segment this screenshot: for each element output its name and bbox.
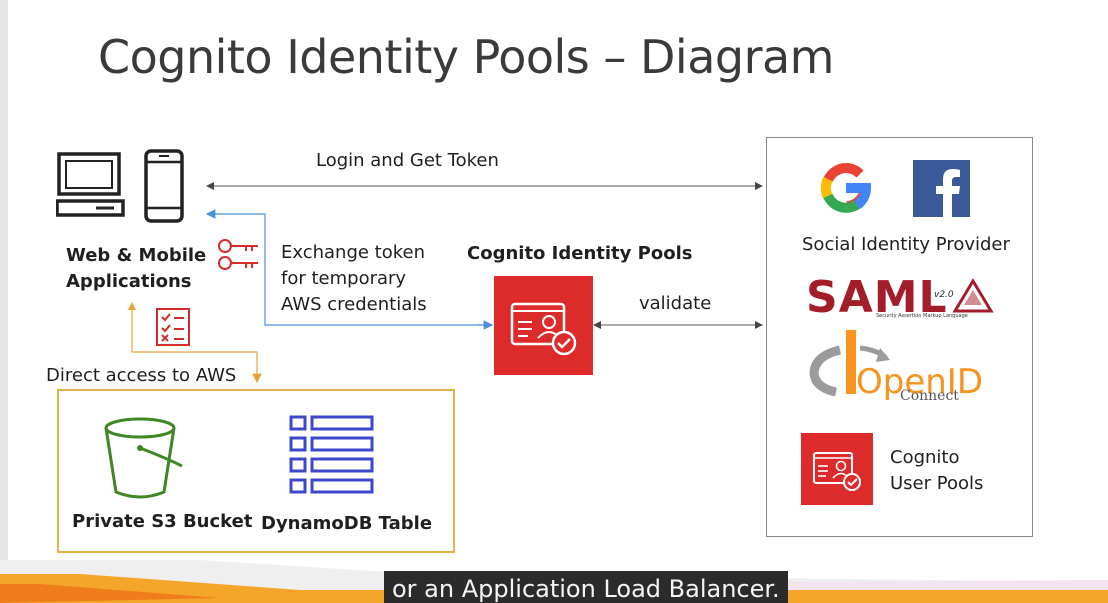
s3-bucket-icon [104, 417, 183, 499]
direct-access-label: Direct access to AWS [46, 365, 237, 386]
identity-providers-box [766, 137, 1033, 537]
openid-connect-text: Connect [900, 388, 959, 404]
s3-bucket-label: Private S3 Bucket [72, 511, 253, 532]
saml-triangle-icon [952, 278, 994, 313]
mobile-phone-icon [144, 149, 184, 223]
login-get-token-label: Login and Get Token [316, 150, 499, 171]
identity-pools-label: Cognito Identity Pools [467, 243, 693, 264]
cognito-user-pools-icon [801, 433, 873, 505]
laptop-icon [56, 152, 125, 217]
facebook-logo-icon [913, 160, 970, 217]
cognito-user-pools-label: Cognito User Pools [890, 447, 984, 494]
slide-title: Cognito Identity Pools – Diagram [98, 30, 835, 84]
dynamodb-table-icon [289, 415, 374, 494]
keys-icon [218, 239, 258, 270]
saml-version: v2.0 [934, 290, 954, 300]
validate-label: validate [639, 293, 712, 314]
exchange-arrow [205, 209, 492, 326]
cognito-identity-pools-icon [494, 276, 593, 375]
openid-logo-icon [809, 330, 890, 397]
dynamodb-table-label: DynamoDB Table [261, 513, 433, 534]
saml-logo-text: SAML [806, 272, 948, 323]
video-caption: or an Application Load Balancer. [384, 571, 788, 603]
openid-logo-text: OpenID [856, 362, 984, 402]
saml-subtext: Security Assertion Markup Language [876, 313, 968, 319]
web-mobile-apps-label: Web & Mobile Applications [66, 245, 207, 292]
left-edge-bar [0, 0, 8, 603]
social-identity-provider-label: Social Identity Provider [802, 234, 1010, 255]
google-logo-icon [820, 161, 871, 213]
exchange-token-label: Exchange token for temporary AWS credent… [281, 242, 427, 315]
checklist-icon [156, 308, 190, 346]
direct-access-arrow [131, 303, 262, 384]
aws-services-box [57, 389, 455, 553]
